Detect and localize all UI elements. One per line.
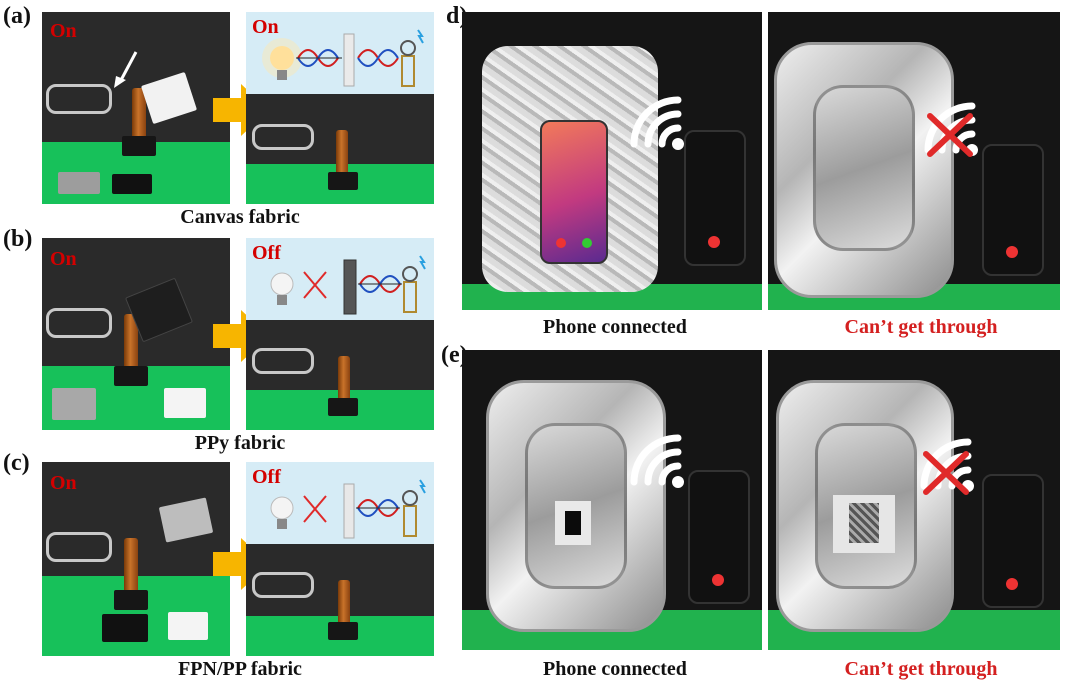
coil-icon: [400, 29, 424, 87]
red-cross-icon: [303, 495, 327, 523]
photo-a-right: On: [246, 12, 434, 204]
state-off: Off: [252, 466, 281, 488]
state-on: On: [50, 472, 77, 494]
coil-icon: [402, 255, 426, 313]
photo-c-right: Off: [246, 462, 434, 656]
red-cross-icon: [303, 271, 327, 299]
panel-label-a: (a): [3, 3, 31, 29]
photo-d-left: [462, 12, 762, 310]
caption-d-right: Can’t get through: [844, 316, 998, 338]
wifi-icon: [630, 434, 684, 488]
steel-box: [486, 380, 666, 632]
canvas-fabric-held: [140, 71, 198, 125]
phone-icon: [684, 130, 746, 266]
schematic-a: On: [246, 12, 434, 94]
photo-e-left: [462, 350, 762, 650]
state-on: On: [50, 20, 77, 42]
shield-plate-icon: [343, 483, 355, 539]
panel-label-b: (b): [3, 226, 33, 252]
state-off: Off: [252, 242, 281, 264]
fabric-patch: [833, 495, 895, 553]
caption-c: FPN/PP fabric: [178, 658, 302, 680]
photo-b-right: Off: [246, 238, 434, 430]
caption-d-left: Phone connected: [543, 316, 687, 338]
fpn-pp-fabric-held: [158, 497, 214, 543]
panel-label-c: (c): [3, 450, 30, 476]
caption-e-left: Phone connected: [543, 658, 687, 680]
tesla-coil: [132, 88, 146, 140]
phone-in-box: [540, 120, 608, 264]
shield-plate-icon: [343, 33, 355, 87]
shield-plate-icon: [343, 259, 357, 315]
red-cross-icon: [923, 451, 969, 495]
clamp: [46, 84, 112, 114]
phone-icon: [982, 144, 1044, 276]
fabric-patch: [555, 501, 591, 545]
phone-icon: [688, 470, 750, 604]
bulb-icon: [262, 38, 302, 80]
metal-fabric-sample: [58, 172, 100, 194]
red-cross-icon: [927, 113, 973, 157]
steel-box: [776, 380, 954, 632]
state-on: On: [50, 248, 77, 270]
steel-box: [774, 42, 954, 298]
black-fabric-sample: [112, 174, 152, 194]
schematic-c: Off: [246, 462, 434, 544]
wave-icon: [296, 49, 342, 67]
phone-icon: [982, 474, 1044, 608]
wifi-icon: [630, 96, 684, 150]
coil-icon: [402, 479, 426, 537]
photo-e-right: [768, 350, 1060, 650]
bulb-icon: [270, 272, 294, 305]
photo-d-right: [768, 12, 1060, 310]
photo-a-left: On: [42, 12, 230, 204]
state-on: On: [252, 16, 279, 38]
caption-b: PPy fabric: [194, 432, 286, 454]
white-arrow-icon: [114, 51, 138, 88]
photo-c-left: On: [42, 462, 230, 656]
caption-e-right: Can’t get through: [844, 658, 998, 680]
bulb-icon: [270, 496, 294, 529]
schematic-b: Off: [246, 238, 434, 320]
caption-a: Canvas fabric: [180, 206, 300, 228]
photo-b-left: On: [42, 238, 230, 430]
